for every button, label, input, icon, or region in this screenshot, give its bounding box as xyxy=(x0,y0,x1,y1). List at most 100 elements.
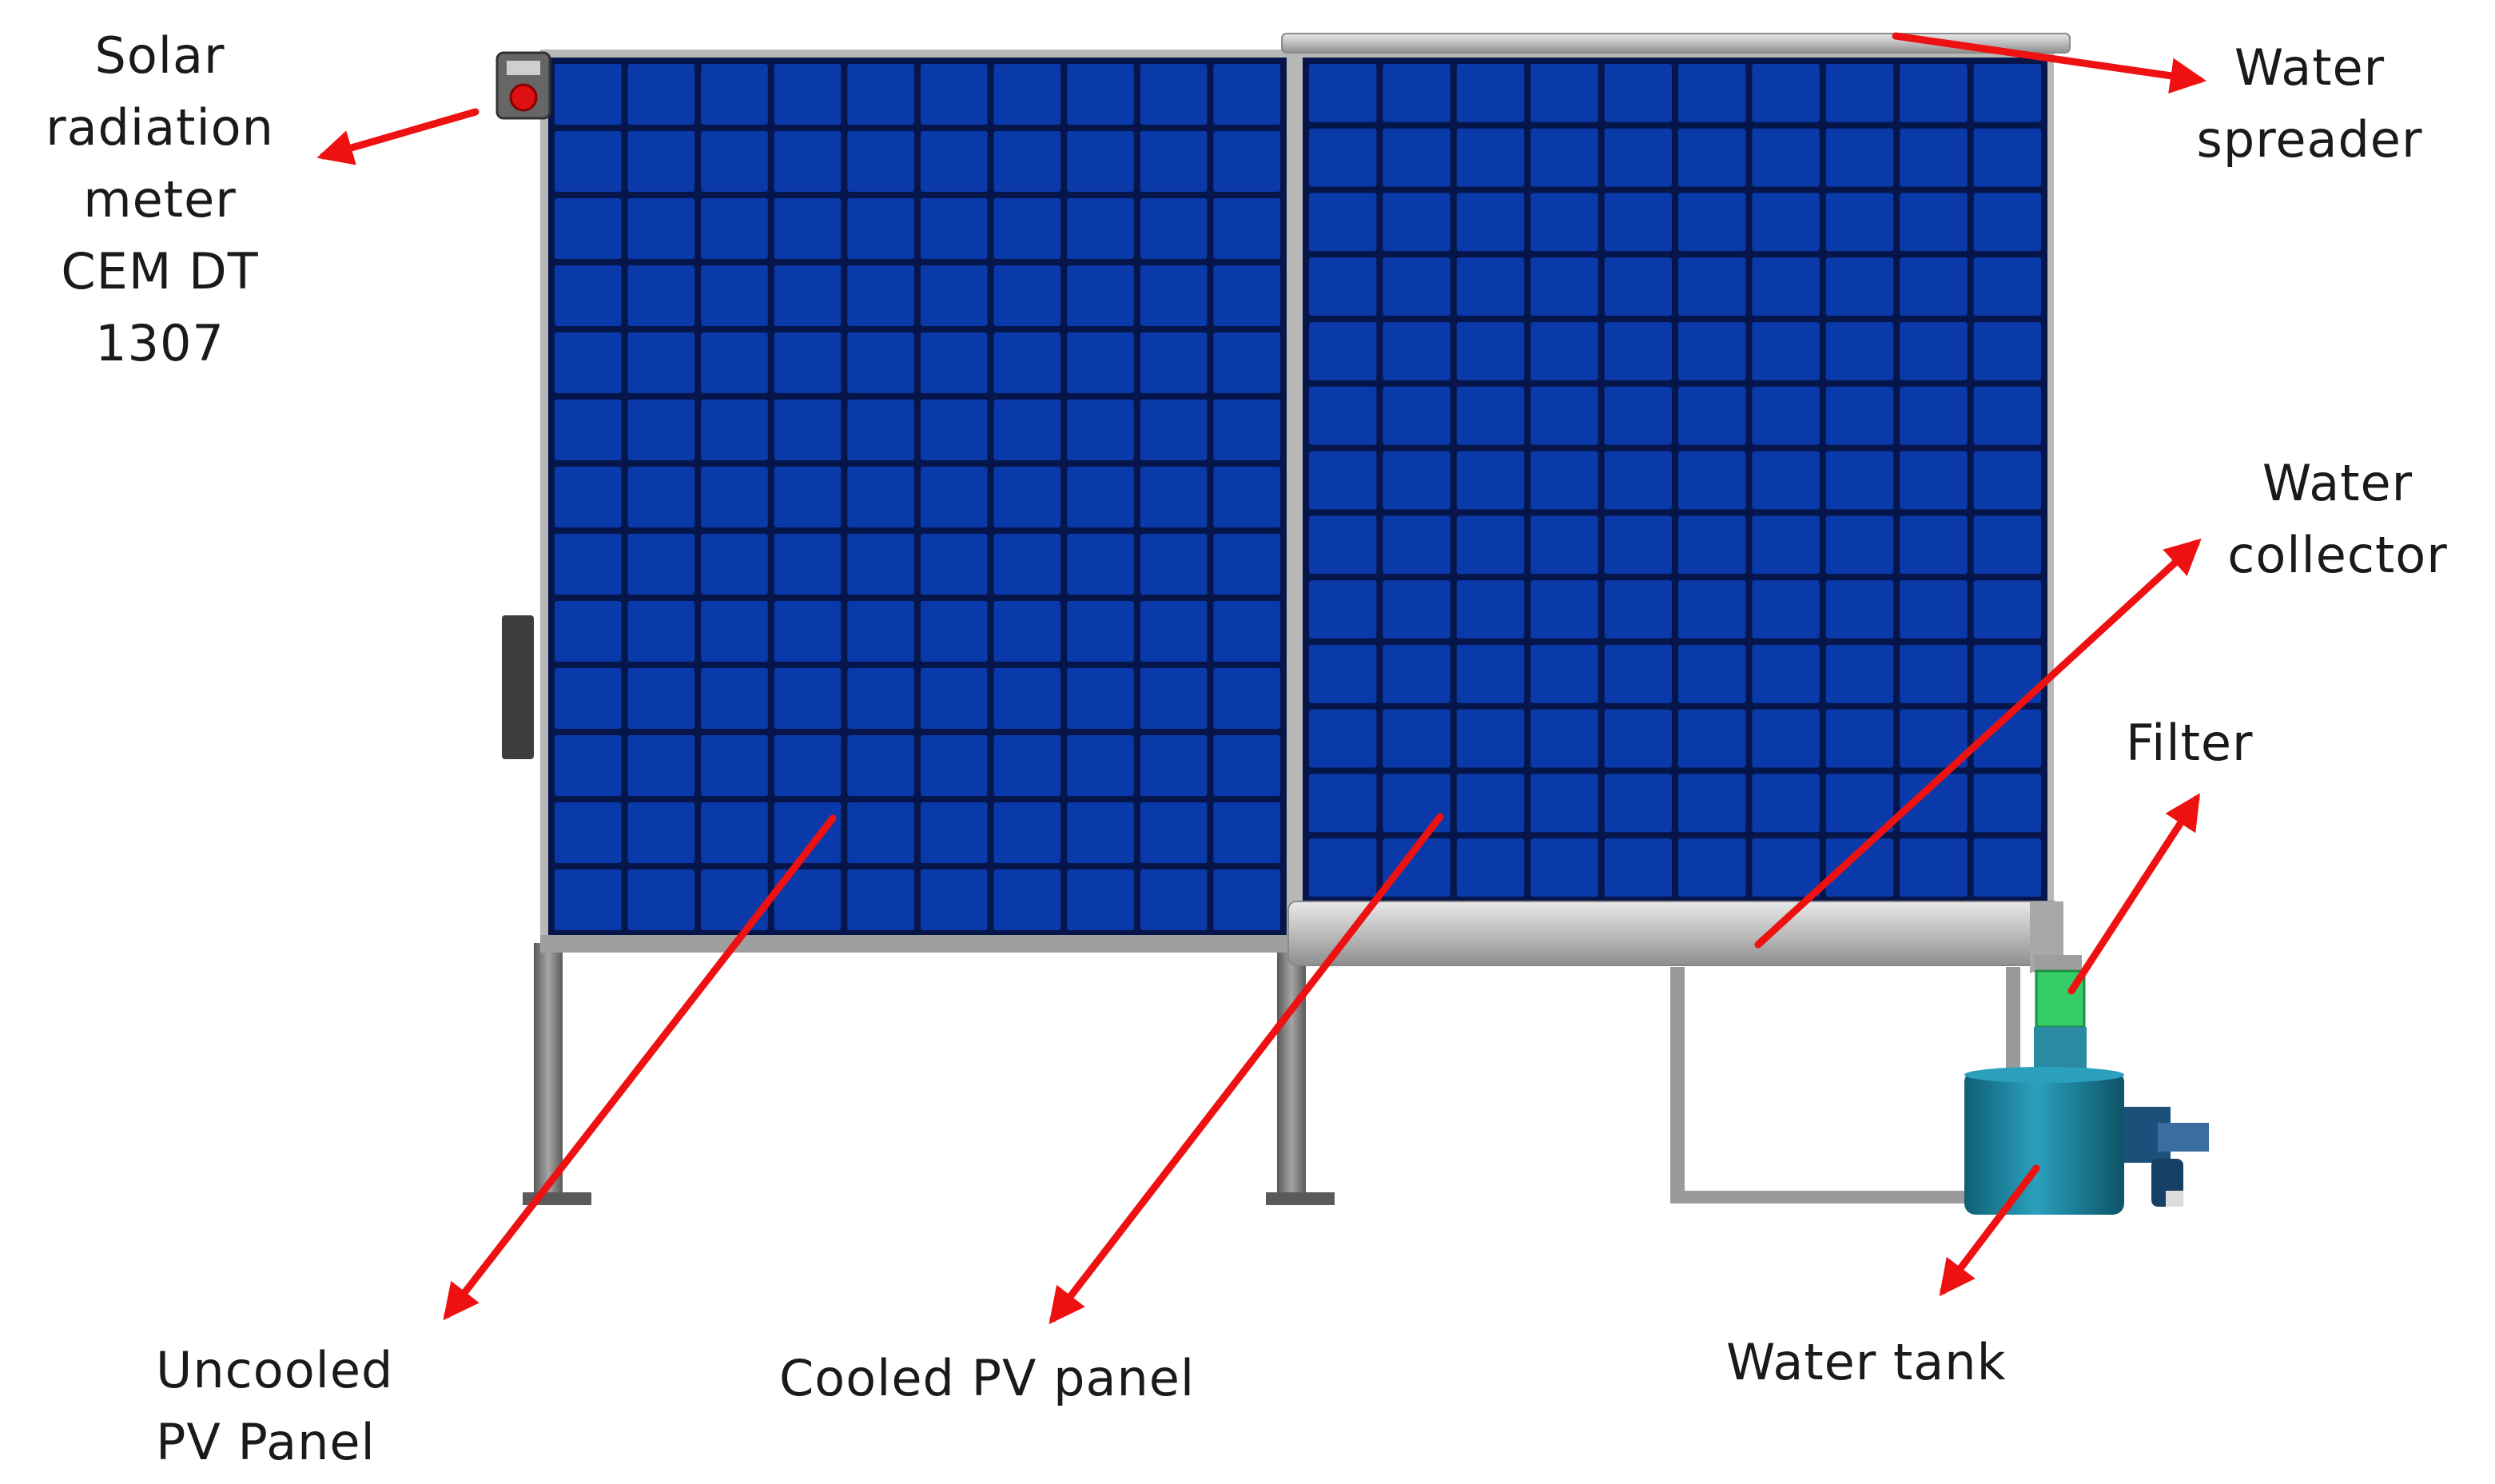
uncooled-panel-bottom-rail xyxy=(540,935,1293,953)
cooled-pv-cell xyxy=(1383,257,1450,316)
cooled-pv-cell xyxy=(1309,774,1377,833)
water-tank-lid xyxy=(1964,1067,2124,1083)
cooled-pv-cell xyxy=(1678,128,1746,187)
uncooled-pv-cell xyxy=(993,467,1061,527)
uncooled-pv-cell xyxy=(847,802,914,863)
cooled-pv-cell xyxy=(1678,774,1746,833)
uncooled-pv-cell xyxy=(627,534,695,595)
uncooled-pv-cell xyxy=(1067,601,1134,662)
uncooled-pv-cell xyxy=(555,332,622,393)
uncooled-pv-cell xyxy=(627,735,695,796)
uncooled-pv-cell xyxy=(921,400,988,460)
uncooled-pv-cell xyxy=(993,131,1061,192)
uncooled-pv-cell xyxy=(1213,735,1280,796)
uncooled-pv-cell xyxy=(1067,198,1134,259)
uncooled-pv-cell xyxy=(921,265,988,326)
uncooled-pv-cell xyxy=(774,668,842,729)
cooled-pv-cell xyxy=(1383,386,1450,445)
label-line: Filter xyxy=(2126,714,2254,772)
uncooled-pv-cell xyxy=(1213,198,1280,259)
arrow-cooled-panel xyxy=(1049,813,1444,1325)
uncooled-pv-cell xyxy=(555,668,622,729)
cooled-pv-cell xyxy=(1530,193,1598,252)
uncooled-pv-cell xyxy=(701,735,768,796)
cooled-pv-cell xyxy=(1456,257,1525,316)
cooled-pv-cell xyxy=(1530,257,1598,316)
uncooled-pv-cell xyxy=(1213,131,1280,192)
cooled-pv-cell xyxy=(1456,386,1525,445)
cooled-pv-cell xyxy=(1309,644,1377,703)
uncooled-pv-cell xyxy=(701,668,768,729)
cooled-pv-cell xyxy=(1973,580,2041,639)
uncooled-pv-cell xyxy=(1067,534,1134,595)
cooled-pv-cell xyxy=(1383,193,1450,252)
water-collector-trough xyxy=(1287,901,2061,966)
uncooled-pv-cell xyxy=(993,400,1061,460)
uncooled-pv-cell xyxy=(774,265,842,326)
cooled-pv-cell xyxy=(1456,838,1525,897)
uncooled-pv-cell xyxy=(1213,869,1280,930)
cooled-pv-cell xyxy=(1900,322,1968,380)
uncooled-pv-cell xyxy=(555,265,622,326)
cooled-pv-cell xyxy=(1604,64,1672,122)
cooled-pv-cell xyxy=(1309,322,1377,380)
cooled-pv-cell xyxy=(1530,644,1598,703)
uncooled-pv-cell xyxy=(1213,601,1280,662)
cooled-pv-cell xyxy=(1973,64,2041,122)
uncooled-pv-cell xyxy=(921,198,988,259)
uncooled-pv-cell xyxy=(1213,265,1280,326)
label-line: Water xyxy=(2262,454,2413,512)
cooled-pv-cell xyxy=(1825,709,1894,768)
cooled-pv-cell xyxy=(1383,64,1450,122)
cooled-pv-cell xyxy=(1825,257,1894,316)
uncooled-pv-cell xyxy=(774,467,842,527)
cooled-pv-cell xyxy=(1678,451,1746,510)
cooled-pv-cell xyxy=(1900,64,1968,122)
solar-meter-display xyxy=(507,61,540,75)
label-line: Solar xyxy=(94,26,225,85)
cooled-pv-cell xyxy=(1973,386,2041,445)
cooled-pv-cell xyxy=(1752,386,1820,445)
cooled-pv-cell xyxy=(1456,515,1525,575)
uncooled-pv-cell xyxy=(774,534,842,595)
uncooled-pv-cell xyxy=(555,198,622,259)
uncooled-pv-cell xyxy=(627,131,695,192)
uncooled-pv-cell xyxy=(774,400,842,460)
cooled-pv-cell xyxy=(1825,128,1894,187)
uncooled-pv-cell xyxy=(1213,64,1280,125)
uncooled-pv-cell xyxy=(847,64,914,125)
cooled-pv-cell xyxy=(1752,838,1820,897)
cooled-pv-cell xyxy=(1900,193,1968,252)
arrow-water-spreader xyxy=(1892,32,2207,94)
uncooled-pv-cell xyxy=(1067,802,1134,863)
cooled-pv-cell xyxy=(1383,580,1450,639)
uncooled-pv-cell xyxy=(993,64,1061,125)
cooled-pv-cell xyxy=(1530,322,1598,380)
cooled-pv-cell xyxy=(1383,644,1450,703)
cooled-pv-cell xyxy=(1678,193,1746,252)
filter-lower-pipe xyxy=(2034,1027,2087,1071)
uncooled-pv-cell xyxy=(627,332,695,393)
uncooled-pv-cell xyxy=(774,802,842,863)
uncooled-pv-cell xyxy=(921,534,988,595)
label-line: 1307 xyxy=(95,314,225,372)
uncooled-pv-cell xyxy=(993,332,1061,393)
cooled-pv-cell xyxy=(1678,580,1746,639)
cooled-pv-cell xyxy=(1383,451,1450,510)
uncooled-pv-cell xyxy=(555,64,622,125)
uncooled-pv-cell xyxy=(847,534,914,595)
cooled-pv-cell xyxy=(1456,322,1525,380)
uncooled-pv-cell xyxy=(555,400,622,460)
cooled-pv-cell xyxy=(1825,515,1894,575)
tank-support-left xyxy=(1670,967,1685,1203)
cooled-pv-cell xyxy=(1530,838,1598,897)
cooled-pv-cell xyxy=(1973,193,2041,252)
uncooled-pv-cell xyxy=(1140,198,1208,259)
uncooled-pv-cell xyxy=(993,265,1061,326)
uncooled-pv-cell xyxy=(921,467,988,527)
label-solar-radiation-meter: Solar radiation meter CEM DT 1307 xyxy=(16,20,304,380)
cooled-pv-cell xyxy=(1604,644,1672,703)
cooled-pv-cell xyxy=(1825,386,1894,445)
cooled-pv-cell xyxy=(1309,257,1377,316)
cooled-pv-cell xyxy=(1678,644,1746,703)
